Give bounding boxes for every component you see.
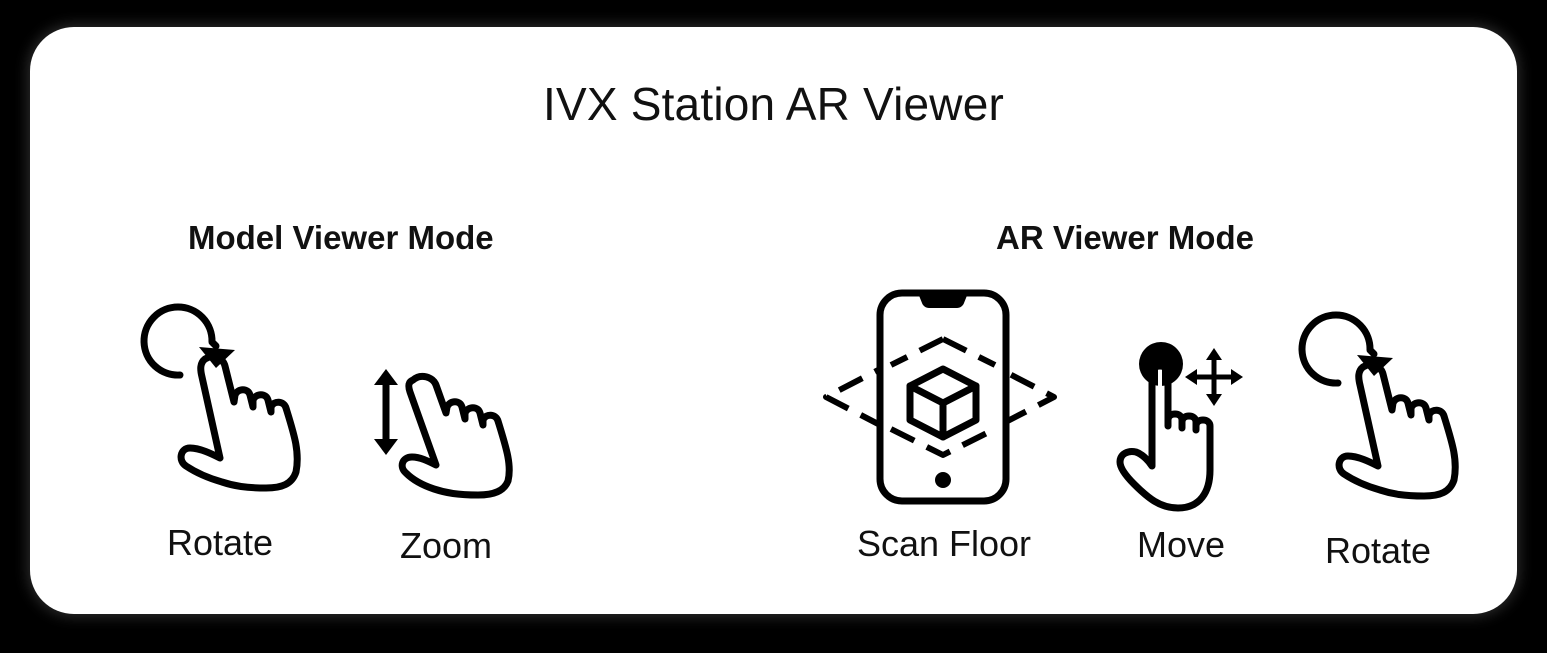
gesture-label: Zoom <box>399 525 493 566</box>
gesture-label: Move <box>1136 524 1226 565</box>
scan-floor-phone-icon <box>823 289 1057 505</box>
ar-viewer-mode-title: AR Viewer Mode <box>996 219 1254 256</box>
gesture-move: Move <box>1116 342 1246 565</box>
gesture-label: Rotate <box>166 522 274 563</box>
gesture-scan-floor: Scan Floor <box>823 289 1058 564</box>
move-gesture-icon <box>1116 342 1243 512</box>
page-title: IVX Station AR Viewer <box>542 78 1005 130</box>
model-viewer-mode-title: Model Viewer Mode <box>188 219 494 256</box>
rotate-gesture-icon <box>1298 311 1459 500</box>
gesture-label: Scan Floor <box>856 523 1032 564</box>
zoom-gesture-icon <box>374 369 513 499</box>
instructions-card: IVX Station AR Viewer Model Viewer Mode … <box>30 27 1517 614</box>
gesture-label: Rotate <box>1324 530 1432 571</box>
gesture-rotate-model: Rotate <box>140 302 301 563</box>
rotate-gesture-icon <box>140 303 301 492</box>
gesture-rotate-ar: Rotate <box>1298 310 1459 571</box>
gesture-zoom-model: Zoom <box>366 367 526 566</box>
